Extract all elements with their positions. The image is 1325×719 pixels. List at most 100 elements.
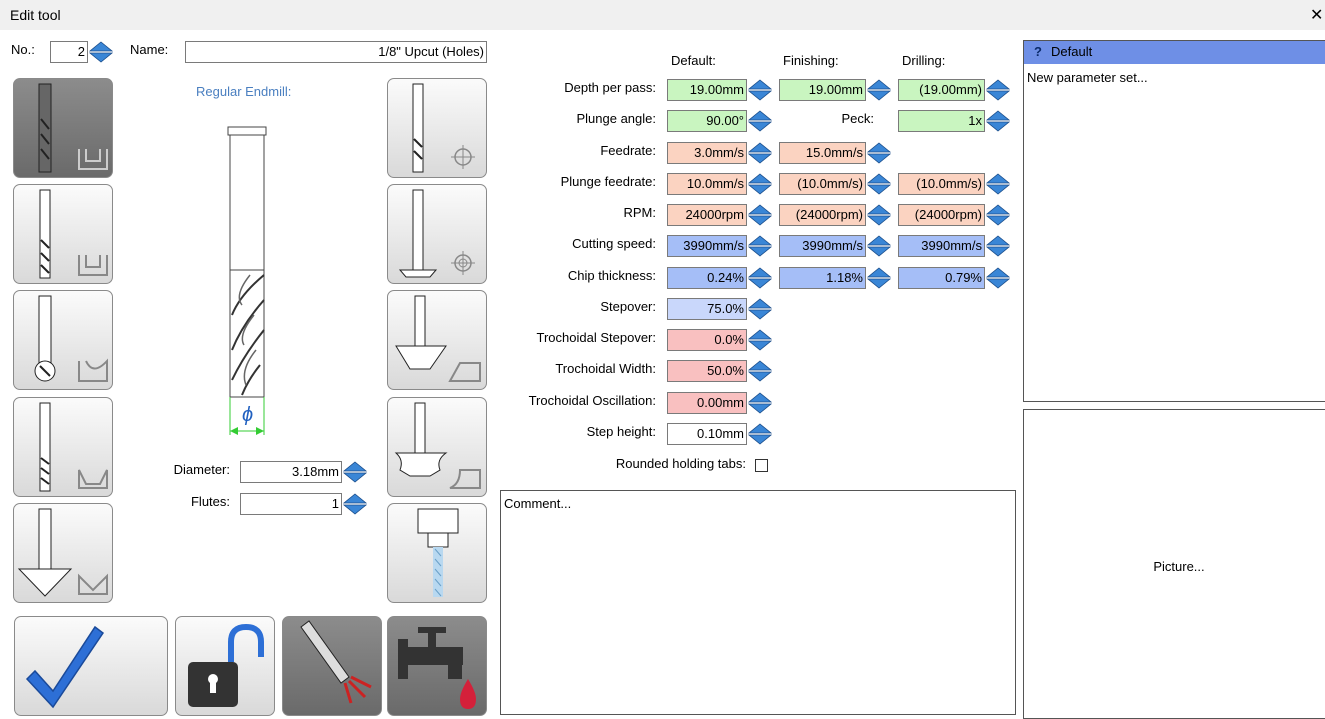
depth-finishing-field[interactable]: 19.00mm — [779, 79, 866, 101]
cutting-speed-default-field[interactable]: 3990mm/s — [667, 235, 747, 257]
plunge-feedrate-default-stepper[interactable] — [748, 172, 772, 196]
trochoidal-width-field[interactable]: 50.0% — [667, 360, 747, 382]
lock-button[interactable] — [175, 616, 275, 716]
chip-thickness-default-field[interactable]: 0.24% — [667, 267, 747, 289]
rpm-drilling-field[interactable]: (24000rpm) — [898, 204, 985, 226]
water-tap-icon — [398, 627, 476, 709]
new-parameter-set-item[interactable]: New parameter set... — [1027, 70, 1148, 85]
flutes-field[interactable]: 1 — [240, 493, 342, 515]
chip-thickness-drilling-field[interactable]: 0.79% — [898, 267, 985, 289]
rpm-default-stepper[interactable] — [748, 203, 772, 227]
trochoidal-width-stepper[interactable] — [748, 359, 772, 383]
laser-button[interactable] — [387, 503, 487, 603]
cutting-speed-label: Cutting speed: — [572, 236, 656, 251]
stepover-label: Stepover: — [600, 299, 656, 314]
cutting-speed-finishing-field[interactable]: 3990mm/s — [779, 235, 866, 257]
plunge-feedrate-finishing-stepper[interactable] — [867, 172, 891, 196]
depth-finishing-stepper[interactable] — [867, 78, 891, 102]
plunge-feedrate-finishing-field[interactable]: (10.0mm/s) — [779, 173, 866, 195]
peck-field[interactable]: 1x — [898, 110, 985, 132]
plunge-angle-label: Plunge angle: — [576, 111, 656, 126]
endmill-type-button[interactable] — [13, 78, 113, 178]
chip-thickness-finishing-field[interactable]: 1.18% — [779, 267, 866, 289]
column-drilling-header: Drilling: — [902, 53, 946, 68]
spray-nozzle-icon — [300, 620, 372, 704]
depth-drilling-stepper[interactable] — [986, 78, 1010, 102]
step-height-stepper[interactable] — [748, 422, 772, 446]
picture-placeholder: Picture... — [1153, 559, 1205, 574]
stepover-field[interactable]: 75.0% — [667, 298, 747, 320]
cutting-speed-drilling-stepper[interactable] — [986, 234, 1010, 258]
coolant-spray-button[interactable] — [282, 616, 382, 716]
endmill-preview-image — [227, 126, 267, 435]
chip-thickness-finishing-stepper[interactable] — [867, 266, 891, 290]
peck-stepper[interactable] — [986, 109, 1010, 133]
cutting-speed-drilling-field[interactable]: 3990mm/s — [898, 235, 985, 257]
tapered-endmill-button[interactable] — [13, 184, 113, 284]
drill-button[interactable] — [387, 78, 487, 178]
trochoidal-oscillation-field[interactable]: 0.00mm — [667, 392, 747, 414]
tool-name-field[interactable]: 1/8" Upcut (Holes) — [185, 41, 487, 63]
diameter-field[interactable]: 3.18mm — [240, 461, 342, 483]
trochoidal-stepover-stepper[interactable] — [748, 328, 772, 352]
plunge-angle-field[interactable]: 90.00° — [667, 110, 747, 132]
feedrate-label: Feedrate: — [600, 143, 656, 158]
depth-per-pass-label: Depth per pass: — [564, 80, 656, 95]
window-title: Edit tool — [10, 7, 61, 23]
close-icon[interactable]: ✕ — [1310, 7, 1324, 24]
ok-button[interactable] — [14, 616, 168, 716]
tool-number-field[interactable]: 2 — [50, 41, 88, 63]
tool-number-label: No.: — [11, 42, 35, 57]
plunge-angle-stepper[interactable] — [748, 109, 772, 133]
chamfer-mill-button[interactable] — [387, 290, 487, 390]
depth-default-field[interactable]: 19.00mm — [667, 79, 747, 101]
tool-number-stepper[interactable] — [89, 40, 113, 64]
plunge-feedrate-default-field[interactable]: 10.0mm/s — [667, 173, 747, 195]
peck-label: Peck: — [841, 111, 874, 126]
feedrate-finishing-stepper[interactable] — [867, 141, 891, 165]
rpm-default-field[interactable]: 24000rpm — [667, 204, 747, 226]
engraving-bit-button[interactable] — [13, 397, 113, 497]
column-default-header: Default: — [671, 53, 716, 68]
trochoidal-oscillation-label: Trochoidal Oscillation: — [528, 393, 656, 408]
step-height-label: Step height: — [586, 424, 656, 439]
trochoidal-stepover-field[interactable]: 0.0% — [667, 329, 747, 351]
picture-panel[interactable]: Picture... — [1023, 409, 1325, 719]
rpm-drilling-stepper[interactable] — [986, 203, 1010, 227]
slot-cutter-button[interactable] — [387, 184, 487, 284]
step-height-field[interactable]: 0.10mm — [667, 423, 747, 445]
flutes-stepper[interactable] — [343, 492, 367, 516]
title-bar — [0, 0, 1325, 30]
depth-drilling-field[interactable]: (19.00mm) — [898, 79, 985, 101]
feedrate-default-field[interactable]: 3.0mm/s — [667, 142, 747, 164]
cutting-speed-finishing-stepper[interactable] — [867, 234, 891, 258]
parameter-set-list[interactable] — [1023, 40, 1325, 402]
rounded-holding-tabs-label: Rounded holding tabs: — [615, 456, 746, 471]
coolant-tap-button[interactable] — [387, 616, 487, 716]
feedrate-default-stepper[interactable] — [748, 141, 772, 165]
rpm-finishing-stepper[interactable] — [867, 203, 891, 227]
parameter-set-item-default[interactable]: ? Default — [1024, 41, 1325, 64]
flutes-label: Flutes: — [190, 494, 230, 509]
rounded-holding-tabs-checkbox[interactable] — [755, 459, 768, 472]
diameter-stepper[interactable] — [343, 460, 367, 484]
tool-type-label: Regular Endmill: — [196, 84, 292, 99]
unlocked-padlock-icon — [188, 623, 264, 707]
ball-endmill-button[interactable] — [13, 290, 113, 390]
depth-default-stepper[interactable] — [748, 78, 772, 102]
feedrate-finishing-field[interactable]: 15.0mm/s — [779, 142, 866, 164]
chip-thickness-drilling-stepper[interactable] — [986, 266, 1010, 290]
plunge-feedrate-drilling-stepper[interactable] — [986, 172, 1010, 196]
chip-thickness-default-stepper[interactable] — [748, 266, 772, 290]
chip-thickness-label: Chip thickness: — [567, 268, 656, 283]
roundover-bit-button[interactable] — [387, 397, 487, 497]
stepover-stepper[interactable] — [748, 297, 772, 321]
rpm-finishing-field[interactable]: (24000rpm) — [779, 204, 866, 226]
help-question-icon: ? — [1034, 44, 1042, 59]
trochoidal-oscillation-stepper[interactable] — [748, 391, 772, 415]
cutting-speed-default-stepper[interactable] — [748, 234, 772, 258]
plunge-feedrate-drilling-field[interactable]: (10.0mm/s) — [898, 173, 985, 195]
comment-textarea[interactable]: Comment... — [500, 490, 1016, 715]
column-finishing-header: Finishing: — [783, 53, 839, 68]
vbit-button[interactable] — [13, 503, 113, 603]
